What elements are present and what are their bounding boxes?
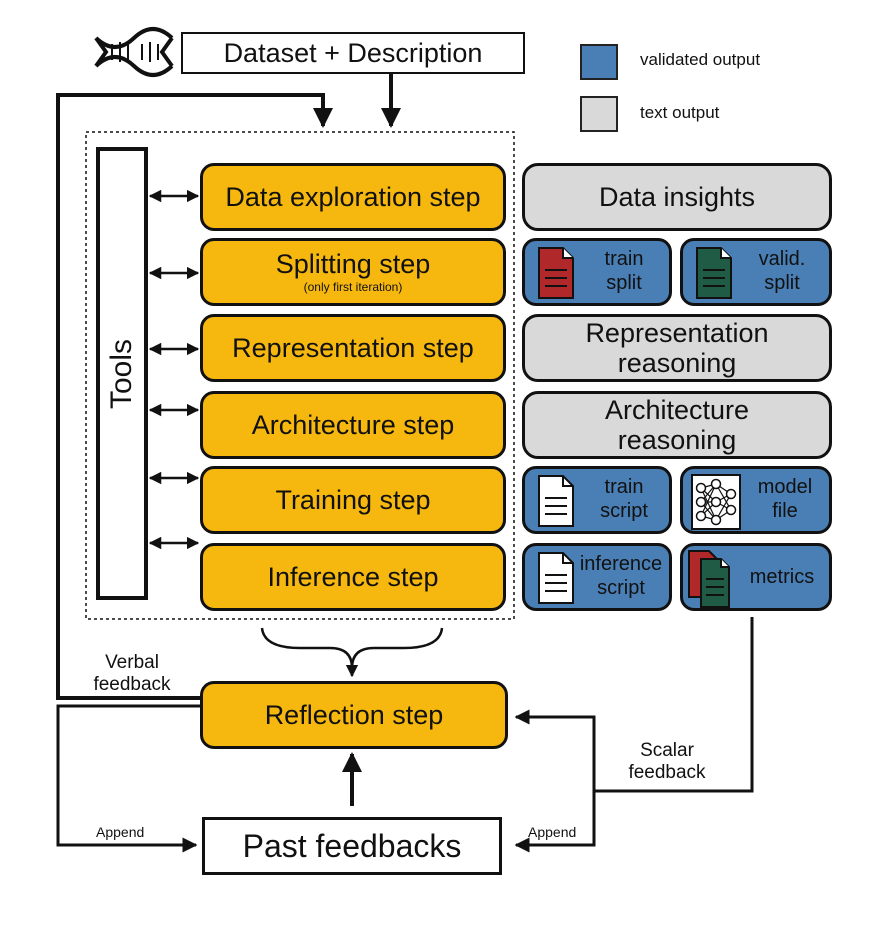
data-exploration-label: Data exploration step	[225, 181, 481, 212]
architecture-reasoning-output: Architecture reasoning	[522, 391, 832, 459]
legend-swatch-text	[580, 96, 618, 132]
train-split-label: train split	[604, 248, 644, 294]
representation-step: Representation step	[200, 314, 506, 382]
document-icon	[538, 552, 574, 604]
data-insights-output: Data insights	[522, 163, 832, 231]
tools-box: Tools	[96, 147, 148, 600]
architecture-reasoning-label: Architecture reasoning	[604, 394, 750, 455]
data-insights-label: Data insights	[598, 181, 756, 212]
data-exploration-step: Data exploration step	[200, 163, 506, 231]
splitting-step: Splitting step (only first iteration)	[200, 238, 506, 306]
document-icon	[538, 475, 574, 527]
legend-swatch-validated	[580, 44, 618, 80]
neural-network-icon	[691, 474, 741, 530]
scalar-feedback-label: Scalar feedback	[628, 740, 706, 783]
past-feedbacks-label: Past feedbacks	[242, 827, 462, 864]
green-document-icon	[696, 247, 732, 299]
verbal-feedback-line	[56, 93, 333, 700]
inference-step: Inference step	[200, 543, 506, 611]
model-file-output: model file	[680, 466, 832, 534]
valid-split-label: valid. split	[758, 248, 806, 294]
inference-script-output: inference script	[522, 543, 672, 611]
representation-reasoning-output: Representation reasoning	[522, 314, 832, 382]
dataset-box: Dataset + Description	[181, 32, 525, 74]
splitting-note: (only first iteration)	[303, 280, 403, 295]
representation-label: Representation step	[232, 332, 474, 363]
architecture-step: Architecture step	[200, 391, 506, 459]
append-right-label: Append	[528, 824, 577, 840]
red-document-icon	[538, 247, 574, 299]
past-feedbacks-box: Past feedbacks	[202, 817, 502, 875]
reflection-label: Reflection step	[264, 699, 444, 730]
pipeline-container	[85, 131, 515, 620]
train-script-label: train script	[600, 476, 648, 522]
valid-split-output: valid. split	[680, 238, 832, 306]
metrics-output: metrics	[680, 543, 832, 611]
verbal-feedback-label: Verbal feedback	[93, 652, 171, 695]
inference-script-label: inference script	[579, 553, 663, 599]
reflection-step: Reflection step	[200, 681, 508, 749]
architecture-label: Architecture step	[251, 409, 455, 440]
training-step: Training step	[200, 466, 506, 534]
training-label: Training step	[275, 484, 431, 515]
metrics-label: metrics	[749, 566, 815, 588]
train-split-output: train split	[522, 238, 672, 306]
dataset-label: Dataset + Description	[223, 37, 483, 68]
legend-label-text: text output	[640, 103, 720, 122]
train-script-output: train script	[522, 466, 672, 534]
append-right-line	[514, 791, 596, 853]
representation-reasoning-label: Representation reasoning	[585, 317, 769, 378]
model-file-label: model file	[757, 476, 813, 522]
splitting-label: Splitting step	[275, 248, 431, 279]
append-left-label: Append	[96, 824, 145, 840]
tools-label: Tools	[105, 338, 138, 409]
legend-label-validated: validated output	[640, 50, 761, 69]
inference-label: Inference step	[267, 561, 439, 592]
stacked-documents-icon	[688, 550, 730, 608]
append-left-line	[56, 704, 202, 853]
